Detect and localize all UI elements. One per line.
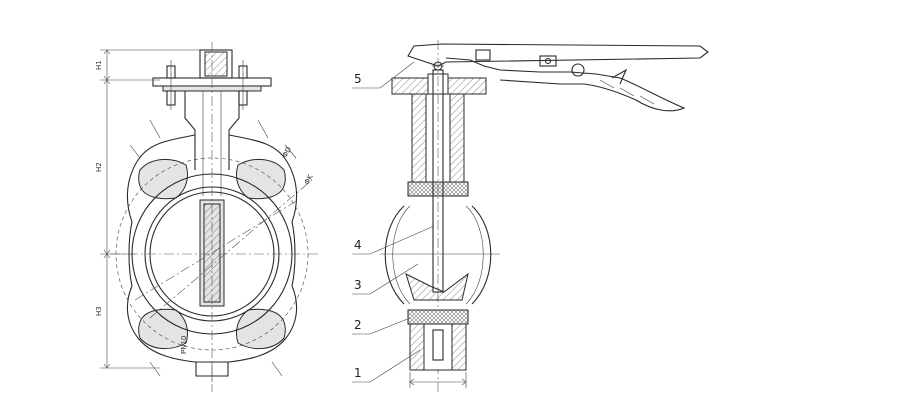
handle-lever bbox=[407, 43, 709, 112]
diameter-d-label: ΦD bbox=[281, 146, 293, 159]
part-label-3: 3 bbox=[354, 278, 362, 292]
part-label-2: 2 bbox=[354, 318, 362, 332]
front-view: H1 H2 H3 bbox=[95, 42, 318, 392]
leader-lines bbox=[352, 61, 435, 383]
diameter-k-label: ΦK bbox=[303, 173, 315, 186]
dimension-h3: H3 bbox=[95, 306, 103, 316]
pressure-mark: PN10 bbox=[180, 336, 188, 354]
part-label-5: 5 bbox=[354, 72, 362, 86]
dimension-h2: H2 bbox=[95, 162, 103, 172]
disc-side-outline bbox=[384, 205, 405, 305]
part-label-4: 4 bbox=[354, 238, 362, 252]
lower-seat-ring bbox=[407, 309, 469, 325]
part-label-1: 1 bbox=[354, 366, 362, 380]
side-view: 5 4 3 2 1 bbox=[352, 40, 709, 392]
dimension-h1: H1 bbox=[95, 60, 103, 70]
lug-cavities bbox=[138, 158, 286, 350]
